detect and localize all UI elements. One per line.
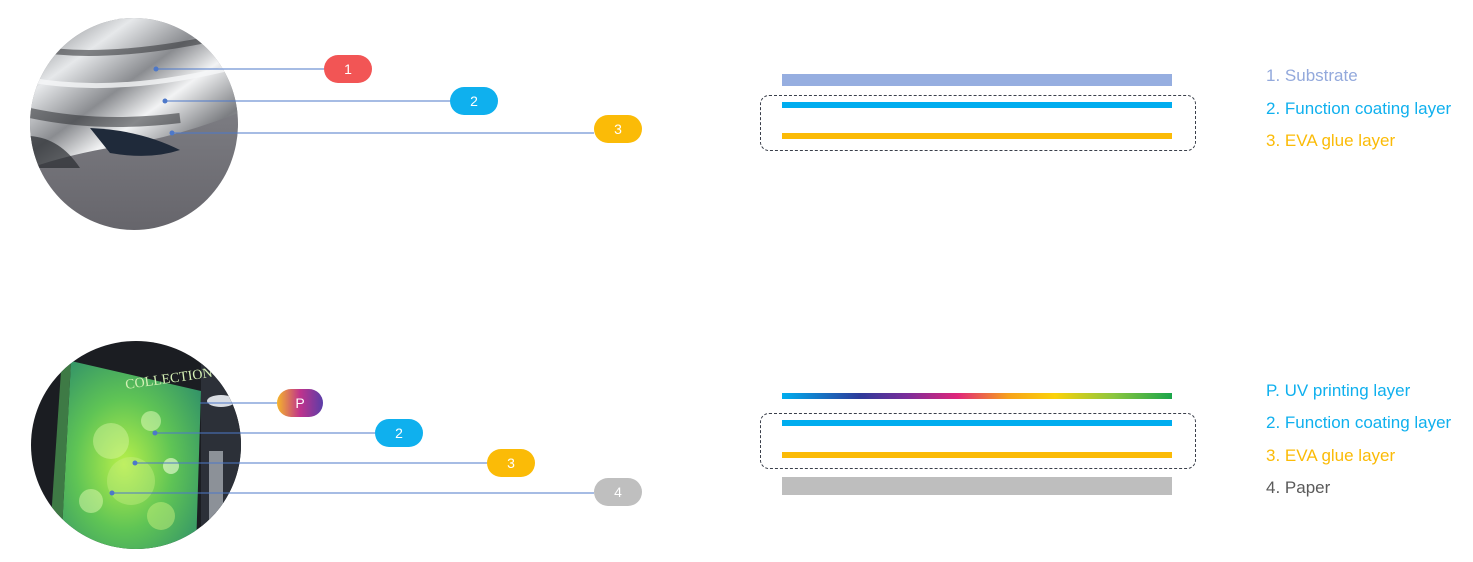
legend-paper: 4. Paper [1266,478,1331,497]
badge-p: P [277,389,323,417]
eva-glue-layer-bar [782,452,1172,458]
top-lamination-diagram: 1 2 3 1. Substrate 2. Function coating l… [30,18,1452,230]
badge-3: 3 [594,115,642,143]
metallic-film-photo [30,18,238,230]
legend-uv-printing: P. UV printing layer [1266,381,1411,400]
eva-glue-layer-bar [782,133,1172,139]
function-coating-layer-bar [782,102,1172,108]
printed-book-photo: COLLECTION [31,341,241,549]
legend-function-coating: 2. Function coating layer [1266,99,1452,118]
badge-2: 2 [450,87,498,115]
function-coating-layer-bar [782,420,1172,426]
legend-eva-glue: 3. EVA glue layer [1266,446,1396,465]
legend-eva-glue: 3. EVA glue layer [1266,131,1396,150]
badge-1: 1 [324,55,372,83]
badge-2: 2 [375,419,423,447]
bottom-lamination-diagram: COLLECTION P 2 3 4 P. UV printing layer … [0,281,1473,562]
paper-layer-bar [782,477,1172,495]
badge-3: 3 [487,449,535,477]
uv-printing-layer-bar [782,393,1172,399]
coating-group-outline [760,413,1196,469]
legend-substrate: 1. Substrate [1266,66,1358,85]
badge-4: 4 [594,478,642,506]
legend-function-coating: 2. Function coating layer [1266,413,1452,432]
substrate-layer-bar [782,74,1172,86]
coating-group-outline [760,95,1196,151]
